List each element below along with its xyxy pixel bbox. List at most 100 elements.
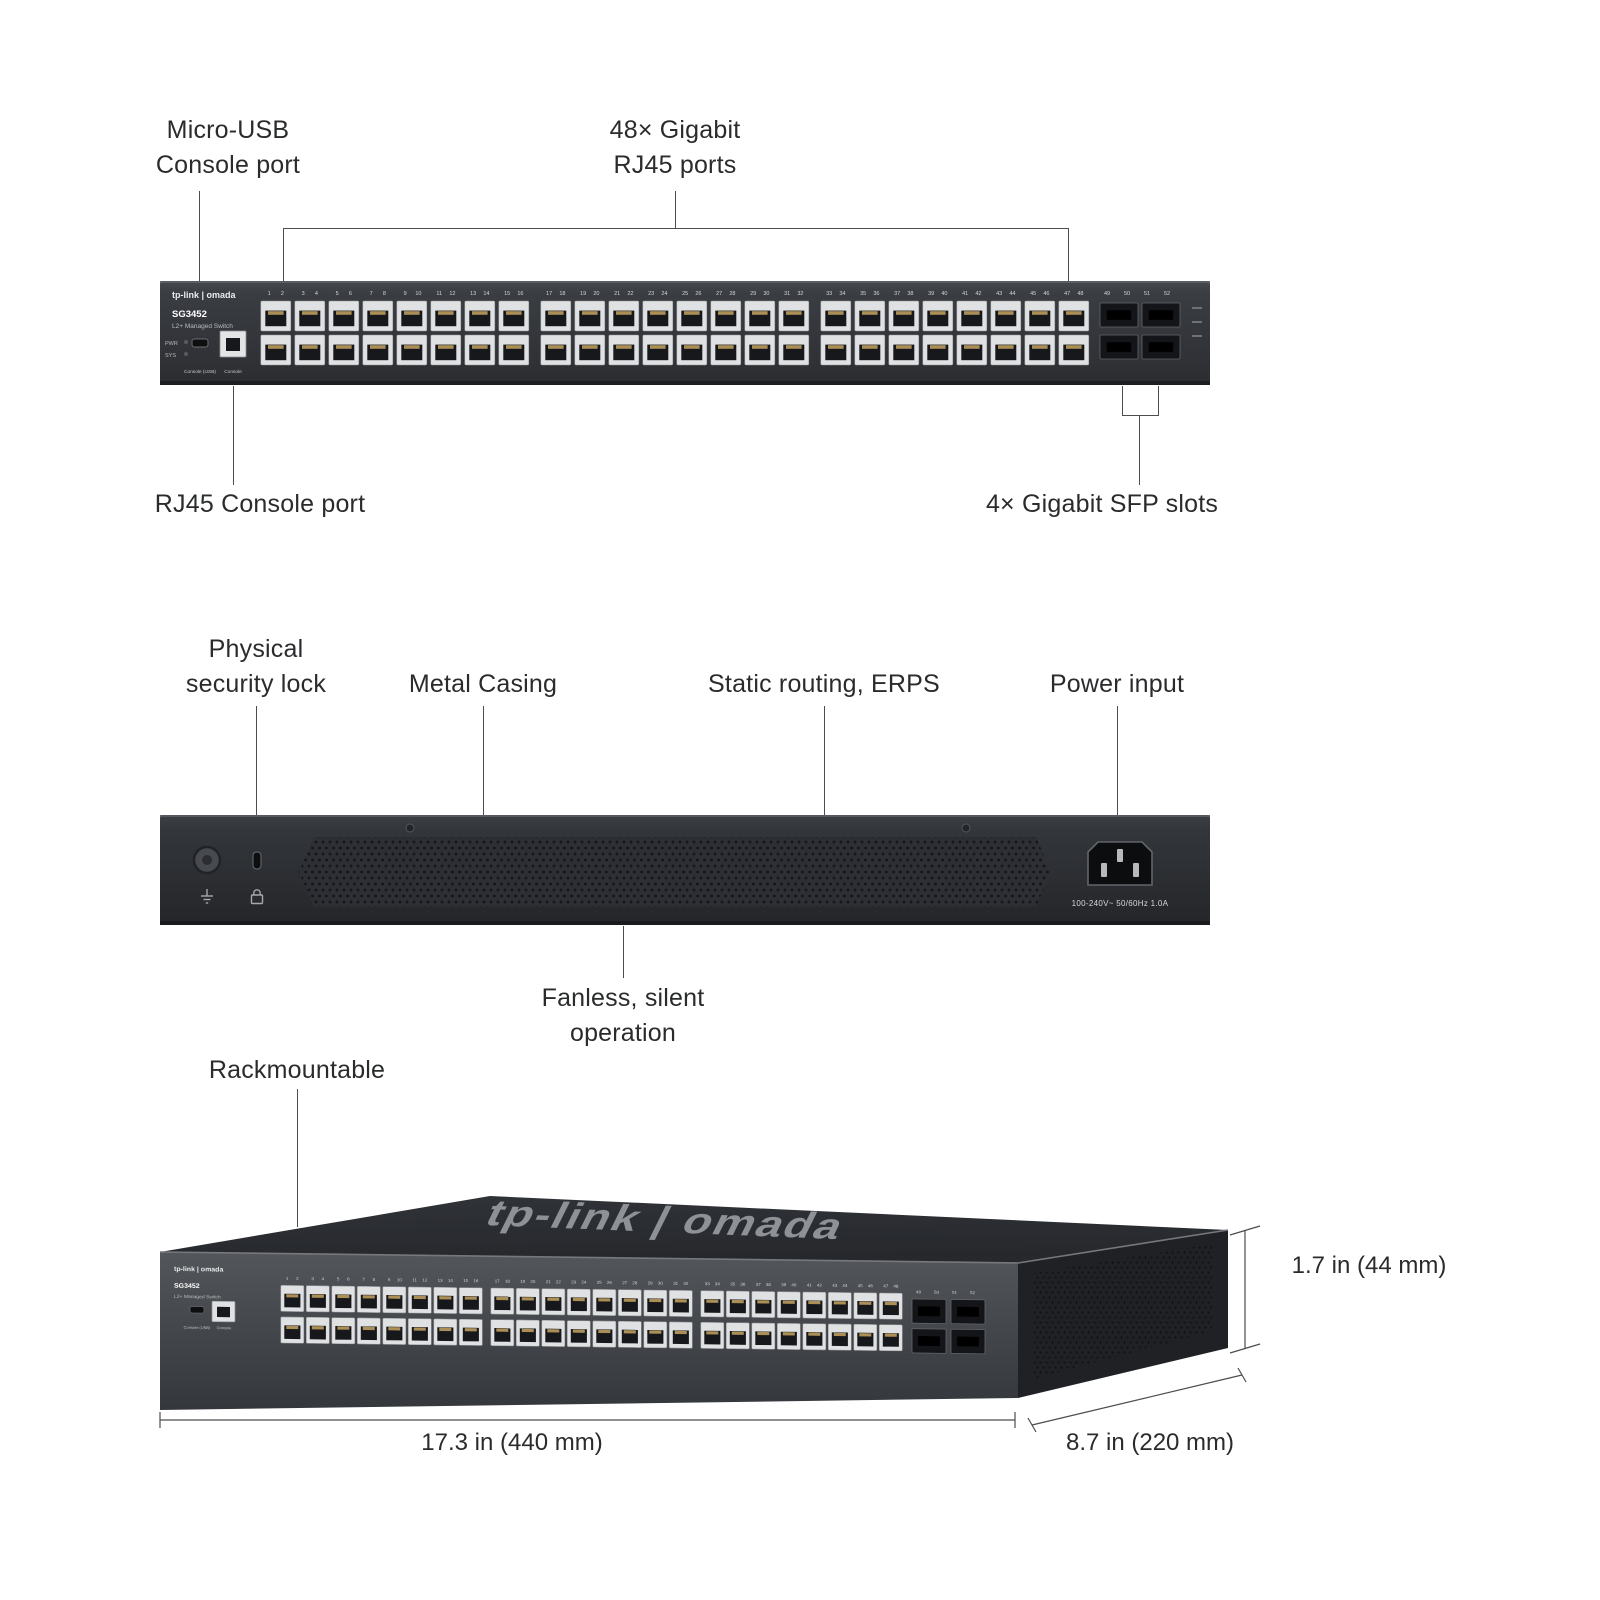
callout-text: 48× Gigabit <box>609 116 741 144</box>
rj45-port <box>362 334 394 366</box>
callout-text: RJ45 ports <box>613 151 737 179</box>
port-number: 5 <box>337 1277 340 1282</box>
port-number: 20 <box>530 1279 536 1284</box>
rj45-port <box>464 300 496 332</box>
depth-dim-tick <box>1237 1367 1247 1383</box>
switch-perspective-view: tp-link | omada tp-link | omada SG3452 L… <box>159 1193 1261 1433</box>
rj45-port <box>1058 334 1090 366</box>
rj45-port <box>408 1318 432 1346</box>
front-type-text: L2+ Managed Switch <box>172 323 233 330</box>
port-number: 21 <box>546 1279 552 1284</box>
indicator-mark <box>1192 307 1202 309</box>
port-number: 23 <box>571 1280 577 1285</box>
rj45-port <box>515 1288 540 1315</box>
port-number: 22 <box>556 1279 562 1284</box>
rj45-port <box>382 1317 407 1345</box>
port-number: 6 <box>347 1277 350 1282</box>
rj45-port <box>710 300 742 332</box>
top-edge-highlight <box>159 1229 1229 1264</box>
rj45-port <box>574 334 606 366</box>
callout-rj45-console-port: RJ45 Console port <box>154 490 366 518</box>
power-inlet <box>1087 841 1153 886</box>
pwr-led <box>184 340 188 344</box>
port-number: 32 <box>683 1281 689 1286</box>
rj45-port <box>574 300 606 332</box>
sfp-slot <box>911 1328 947 1354</box>
rj45-port <box>357 1286 381 1313</box>
port-number: 6 <box>349 291 352 297</box>
rj45-port <box>668 1321 693 1349</box>
port-number: 46 <box>868 1283 874 1288</box>
rj45-port <box>802 1323 827 1351</box>
port-number: 15 <box>463 1278 469 1283</box>
sfp-number: 50 <box>934 1290 940 1295</box>
port-number: 38 <box>907 291 913 297</box>
power-rating-text: 100-240V~ 50/60Hz 1.0A <box>1072 899 1169 908</box>
port-number: 17 <box>495 1279 501 1284</box>
rear-chassis-bottom-edge <box>160 921 1210 925</box>
rj45-port <box>280 1316 305 1344</box>
port-number: 30 <box>763 291 769 297</box>
depth-dim-tick <box>1027 1417 1037 1433</box>
port-number: 44 <box>1009 291 1015 297</box>
rj45-console-opening <box>217 1306 230 1318</box>
rj45-console-opening <box>226 338 240 351</box>
port-number: 28 <box>632 1280 638 1285</box>
port-number: 24 <box>581 1280 587 1285</box>
sfp-slot <box>1141 334 1181 360</box>
rj45-port <box>490 1287 515 1315</box>
front-model-text: SG3452 <box>174 1283 200 1290</box>
port-number: 36 <box>873 291 879 297</box>
port-number: 34 <box>715 1281 721 1286</box>
console-usb-label: Console (USB) <box>184 369 216 375</box>
rj45-port <box>820 334 852 366</box>
callout-line-fanless <box>623 926 624 978</box>
port-number: 48 <box>893 1284 899 1289</box>
port-number: 13 <box>438 1278 444 1283</box>
sys-led <box>184 352 188 356</box>
ground-symbol-icon <box>201 889 213 904</box>
port-number: 21 <box>614 291 620 297</box>
rj45-port <box>956 334 988 366</box>
rj45-port <box>408 1286 432 1314</box>
rj45-port <box>854 300 886 332</box>
sfp-number: 51 <box>952 1290 958 1295</box>
rj45-port <box>827 1323 852 1351</box>
dimension-height-label: 1.7 in (44 mm) <box>1291 1252 1447 1279</box>
callout-micro-usb-console-port: Micro-USB Console port <box>118 113 338 183</box>
led-label-sys: SYS <box>165 353 176 359</box>
port-number: 7 <box>370 291 373 297</box>
callout-line-metal-casing <box>483 706 484 815</box>
rj45-port <box>362 300 394 332</box>
port-number: 47 <box>1064 291 1070 297</box>
screw <box>961 823 971 833</box>
micro-usb-port <box>189 1306 205 1314</box>
rj45-port <box>382 1286 407 1314</box>
side-vent <box>1034 1244 1212 1379</box>
rj45-port <box>853 1323 878 1351</box>
port-number: 12 <box>449 291 455 297</box>
console-usb-label: Console (USB) <box>184 1326 211 1330</box>
port-number: 19 <box>520 1279 526 1284</box>
rj45-port <box>642 300 674 332</box>
rear-chassis-top-edge <box>160 815 1210 817</box>
port-number: 41 <box>807 1283 813 1288</box>
rj45-port <box>990 300 1022 332</box>
port-number: 43 <box>996 291 1002 297</box>
rj45-port <box>827 1292 852 1319</box>
callout-text: Micro-USB <box>166 116 290 144</box>
callout-line-sfp-bracket <box>1122 415 1159 416</box>
rj45-port <box>617 1320 642 1348</box>
rj45-port <box>541 1288 566 1316</box>
depth-dimension-line <box>1031 1374 1243 1426</box>
micro-usb-port <box>191 338 209 348</box>
port-number: 33 <box>826 291 832 297</box>
ground-terminal-center <box>202 855 212 865</box>
port-number: 27 <box>622 1280 628 1285</box>
port-number: 2 <box>296 1276 299 1281</box>
callout-line-sfp-right <box>1158 386 1159 416</box>
rj45-port <box>260 334 292 366</box>
port-number: 45 <box>1030 291 1036 297</box>
callout-line-48ports-stem <box>675 191 676 228</box>
